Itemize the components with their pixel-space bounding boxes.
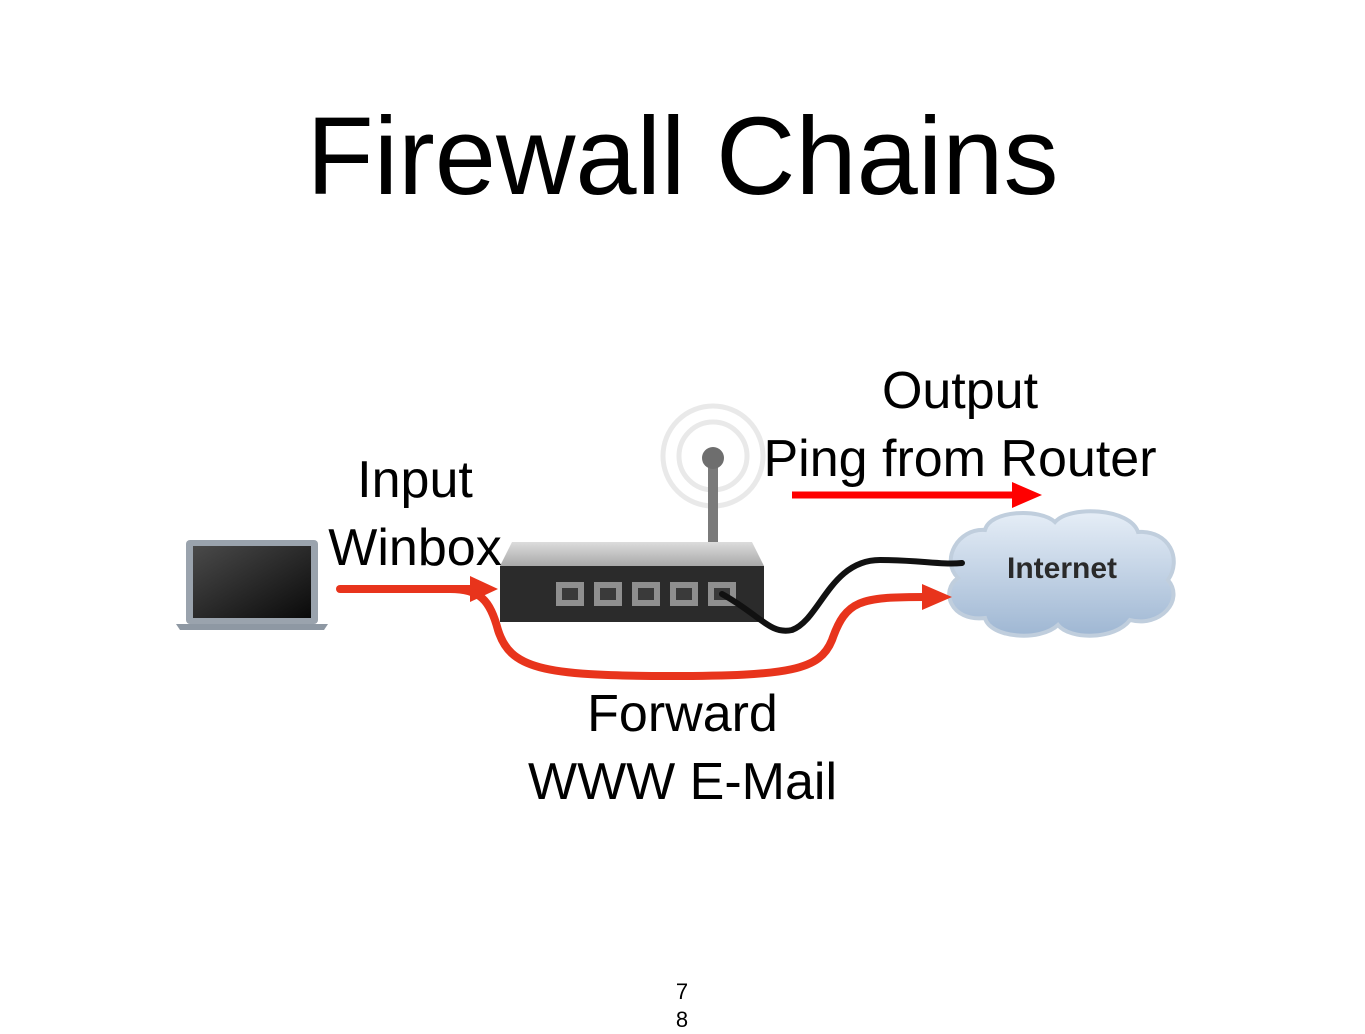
slide-number-digit-2: 8: [675, 1007, 689, 1032]
input-chain-example: Winbox: [328, 519, 502, 577]
slide-number-digit-1: 7: [675, 979, 689, 1004]
slide-title: Firewall Chains: [306, 95, 1059, 218]
output-chain-label: Output Ping from Router: [730, 357, 1190, 493]
forward-chain-label: Forward WWW E-Mail: [480, 680, 885, 816]
internet-label: Internet: [1007, 552, 1117, 585]
output-chain-name: Output: [881, 362, 1039, 420]
output-chain-example: Ping from Router: [763, 430, 1157, 488]
forward-chain-name: Forward: [587, 685, 778, 743]
laptop-icon: [176, 540, 328, 630]
forward-chain-example: WWW E-Mail: [527, 753, 838, 811]
output-chain-arrow: [792, 482, 1042, 508]
forward-chain-arrow: [446, 584, 952, 681]
router-internet-cable: [719, 556, 965, 634]
input-chain-label: Input Winbox: [270, 446, 560, 582]
input-chain-name: Input: [357, 451, 473, 509]
slide-number: 7 8: [672, 978, 692, 1034]
internet-cloud-icon: [947, 509, 1176, 638]
